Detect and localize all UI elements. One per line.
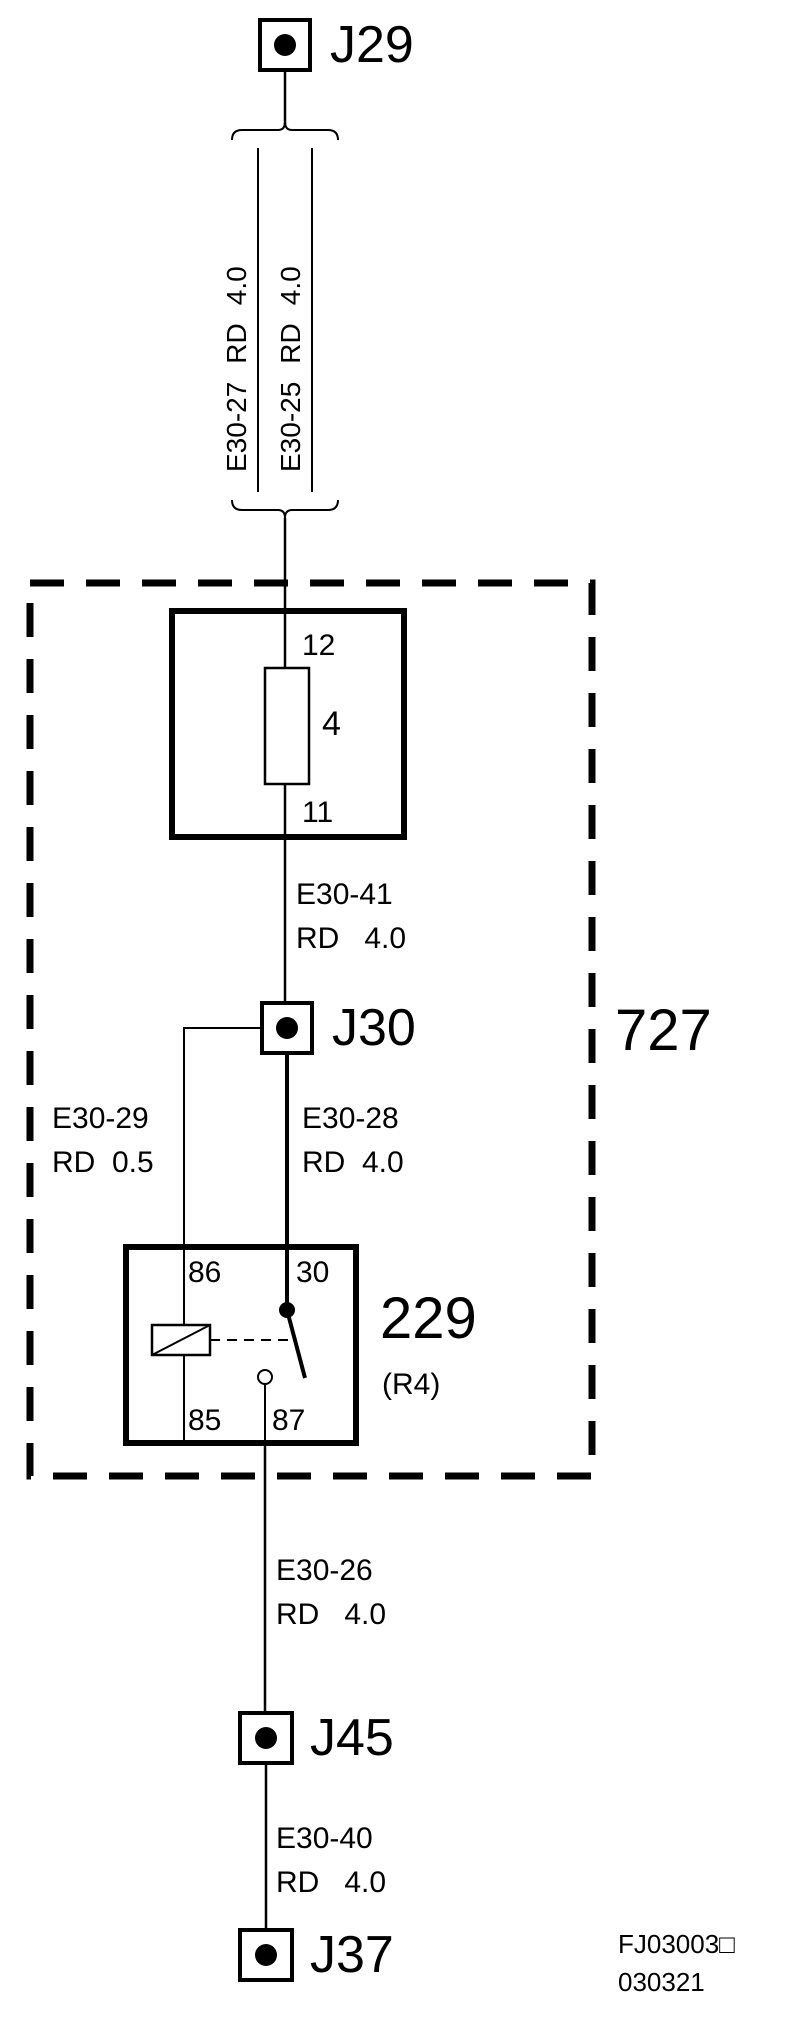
wire-e30-29-spec: RD 0.5 <box>52 1146 154 1179</box>
fuse-housing <box>169 608 407 840</box>
relay-switch-arm <box>285 1309 307 1379</box>
connector-j37-box <box>238 1928 294 1982</box>
wire-e30-28-spec: RD 4.0 <box>302 1146 404 1179</box>
fuse-number: 4 <box>322 705 341 743</box>
wire-e30-26-spec: RD 4.0 <box>276 1598 386 1631</box>
connector-j30[interactable]: J30 <box>260 999 416 1057</box>
module-727-boundary <box>26 579 596 1480</box>
connector-j45[interactable]: J45 <box>238 1709 394 1767</box>
wire-e30-40-spec: RD 4.0 <box>276 1866 386 1899</box>
connector-j30-pin <box>276 1017 298 1039</box>
relay-coil-diagonal <box>151 1324 211 1356</box>
connector-j29[interactable]: J29 <box>258 16 414 74</box>
fuse-pin-12: 12 <box>302 629 335 662</box>
bundle-label-e30-25: E30-25RD4.0 <box>275 266 306 472</box>
relay-229[interactable]: 86 30 85 87 <box>123 1244 359 1446</box>
connector-j29-pin <box>274 34 296 56</box>
relay-designation: (R4) <box>382 1368 440 1401</box>
wire-e30-41-spec: RD 4.0 <box>296 922 406 955</box>
wire-e30-29-id: E30-29 <box>52 1102 149 1135</box>
figure-date: 030321 <box>618 1967 705 1997</box>
connector-j45-label: J45 <box>310 1709 394 1767</box>
fuse-pin-11: 11 <box>302 796 333 829</box>
wire-e30-26-id: E30-26 <box>276 1554 373 1587</box>
connector-j29-label: J29 <box>330 16 414 74</box>
connector-j37-pin <box>255 1944 277 1966</box>
module-727-label: 727 <box>615 998 712 1063</box>
relay-pin-87: 87 <box>272 1404 305 1437</box>
relay-contact-87 <box>257 1369 273 1385</box>
figure-code: FJ03003□ <box>618 1929 735 1959</box>
bundle-bottom-brace <box>231 499 339 519</box>
wire-e30-41-id: E30-41 <box>296 878 393 911</box>
fuse-element <box>263 666 311 786</box>
connector-j30-label: J30 <box>332 999 416 1057</box>
bundle-top-brace <box>231 121 339 141</box>
wire-e30-29 <box>183 1027 262 1442</box>
connector-j37-label: J37 <box>310 1926 394 1984</box>
fuse-4[interactable]: 12 4 11 <box>169 608 407 840</box>
wire-e30-40-id: E30-40 <box>276 1822 373 1855</box>
relay-number: 229 <box>380 1286 477 1351</box>
relay-housing <box>123 1244 359 1446</box>
relay-pin-30: 30 <box>296 1256 329 1289</box>
connector-j45-pin <box>255 1727 277 1749</box>
bundle-label-e30-27: E30-27RD4.0 <box>221 266 252 472</box>
connector-j37[interactable]: J37 <box>238 1926 394 1984</box>
relay-pin-85: 85 <box>188 1404 221 1437</box>
wire-e30-28-id: E30-28 <box>302 1102 399 1135</box>
relay-pin-86: 86 <box>188 1256 221 1289</box>
